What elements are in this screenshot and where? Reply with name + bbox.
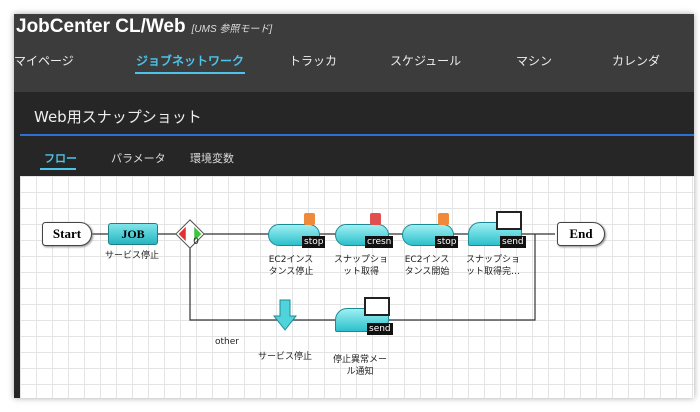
branch-0-label: 0	[193, 237, 199, 247]
branch-other-label: other	[215, 337, 239, 347]
label-line: タンス停止	[268, 267, 314, 277]
app-title-text: JobCenter CL/Web	[16, 16, 186, 37]
envelope-icon	[364, 297, 390, 316]
nav-mypage[interactable]: マイページ	[14, 54, 74, 68]
nav-tracker[interactable]: トラッカ	[289, 54, 338, 68]
stop-icon	[304, 213, 315, 225]
app-window: JobCenter CL/Web [UMS 参照モード] マイページ ジョブネット…	[14, 14, 694, 398]
flow-canvas: Start JOB サービス停止 0 stop EC2インスタンス停止 cres…	[20, 176, 694, 398]
step-label: 停止異常メール通知	[325, 354, 395, 378]
tab-env[interactable]: 環境変数	[190, 152, 234, 165]
down-arrow-icon	[272, 299, 298, 331]
step-tag: stop	[435, 236, 459, 248]
step-label: スナップショット取得完…	[458, 254, 528, 278]
step-label: スナップショット取得	[326, 254, 396, 278]
envelope-icon	[496, 211, 522, 230]
step-tag: cresn	[365, 236, 394, 248]
bucket-icon	[370, 213, 381, 225]
step-label: EC2インスタンス開始	[392, 254, 462, 278]
label-line: タンス開始	[404, 267, 450, 277]
tab-flow[interactable]: フロー	[44, 152, 77, 165]
nav-calendar[interactable]: カレンダ	[612, 54, 661, 68]
nav-schedule[interactable]: スケジュール	[390, 54, 462, 68]
label-line: ル通知	[346, 367, 374, 377]
label-line: スナップショ	[465, 255, 520, 265]
divider	[20, 134, 694, 136]
branch-diamond	[175, 219, 205, 249]
nav-machine[interactable]: マシン	[516, 54, 553, 68]
stop-icon	[438, 213, 449, 225]
job-node[interactable]: JOB	[108, 223, 158, 245]
label-line: 停止異常メー	[332, 355, 387, 365]
other-job-label: サービス停止	[257, 352, 312, 362]
header: JobCenter CL/Web [UMS 参照モード] マイページ ジョブネット…	[14, 14, 694, 92]
label-line: EC2インス	[404, 255, 450, 265]
step-tag: send	[500, 236, 526, 248]
label-line: ット取得完…	[465, 267, 520, 277]
tab-active-indicator	[40, 168, 76, 170]
tab-parameters[interactable]: パラメータ	[111, 152, 166, 165]
start-node[interactable]: Start	[42, 222, 92, 246]
step-tag: stop	[302, 236, 326, 248]
mode-label: [UMS 参照モード]	[191, 24, 273, 35]
end-node[interactable]: End	[557, 222, 605, 246]
step-label: EC2インスタンス停止	[256, 254, 326, 278]
label-line: スナップショ	[333, 255, 388, 265]
app-title: JobCenter CL/Web [UMS 参照モード]	[16, 16, 272, 38]
nav-active-indicator	[135, 72, 245, 74]
page-title: Web用スナップショット	[34, 108, 202, 126]
job-label: サービス停止	[104, 251, 159, 261]
nav-jobnetwork[interactable]: ジョブネットワーク	[136, 54, 245, 68]
label-line: EC2インス	[268, 255, 314, 265]
step-tag: send	[367, 323, 393, 335]
label-line: ット取得	[342, 267, 379, 277]
